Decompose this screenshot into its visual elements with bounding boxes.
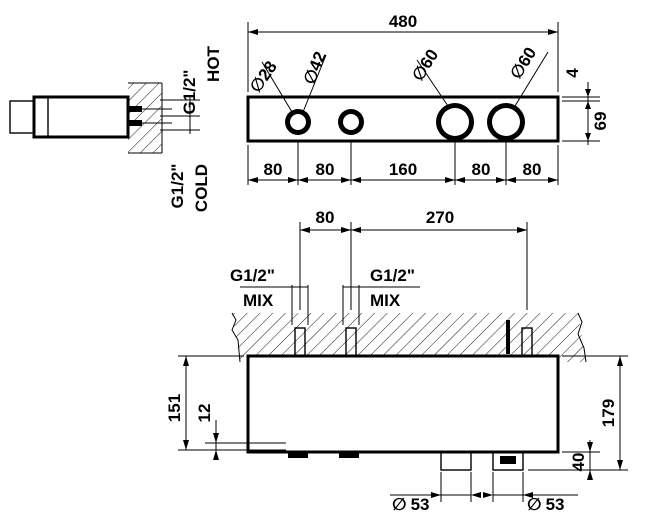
pipe-diameter-right: ∅53 [527, 495, 564, 514]
spacing-1: 80 [264, 160, 283, 179]
spacing-3: 160 [389, 160, 417, 179]
knob-42 [338, 109, 364, 135]
side-body [32, 95, 130, 139]
front-bottom-offset: 40 [569, 453, 588, 472]
diameter-42-label: ∅42 [300, 49, 330, 87]
svg-text:∅60: ∅60 [408, 46, 442, 84]
svg-text:∅60: ∅60 [506, 44, 540, 82]
cold-label: COLD [192, 164, 211, 212]
knob-60-left [436, 103, 474, 141]
top-offset-dim: 4 [563, 68, 582, 78]
hot-label: HOT [204, 45, 223, 82]
front-view: 80 270 G1/2" MIX G1/2" MIX [165, 208, 628, 514]
top-width-dim: 480 [389, 12, 417, 31]
knob-60-right [487, 103, 525, 141]
side-wall-hatch [128, 83, 162, 153]
spacing-2: 80 [316, 160, 335, 179]
cold-thread-label: G1/2" [168, 164, 187, 209]
side-view: G1/2" HOT G1/2" COLD [9, 45, 223, 212]
spacing-4: 80 [472, 160, 491, 179]
mix-left-label: MIX [243, 291, 274, 310]
front-height-inner: 12 [195, 404, 214, 423]
hot-thread-label: G1/2" [180, 70, 199, 115]
front-spacing-b: 270 [426, 208, 454, 227]
mix-right-label: MIX [370, 291, 401, 310]
front-height-right: 179 [599, 399, 618, 427]
svg-text:∅42: ∅42 [300, 49, 330, 87]
mix-left-thread: G1/2" [230, 266, 275, 285]
front-height-left: 151 [165, 394, 184, 422]
top-height-dim: 69 [591, 112, 610, 131]
spacing-5: 80 [523, 160, 542, 179]
knob-28 [285, 109, 311, 135]
front-spacing-a: 80 [316, 208, 335, 227]
diameter-60-right-label: ∅60 [506, 44, 540, 82]
diameter-60-left-label: ∅60 [408, 46, 442, 84]
front-wall-hatch [232, 313, 586, 362]
pipe-diameter-left: ∅53 [392, 495, 429, 514]
diameter-28-label: ∅28 [246, 58, 281, 96]
front-body [246, 354, 560, 454]
mix-right-thread: G1/2" [370, 266, 415, 285]
top-view: 480 ∅28 ∅42 [246, 12, 610, 185]
svg-text:∅28: ∅28 [246, 58, 281, 96]
